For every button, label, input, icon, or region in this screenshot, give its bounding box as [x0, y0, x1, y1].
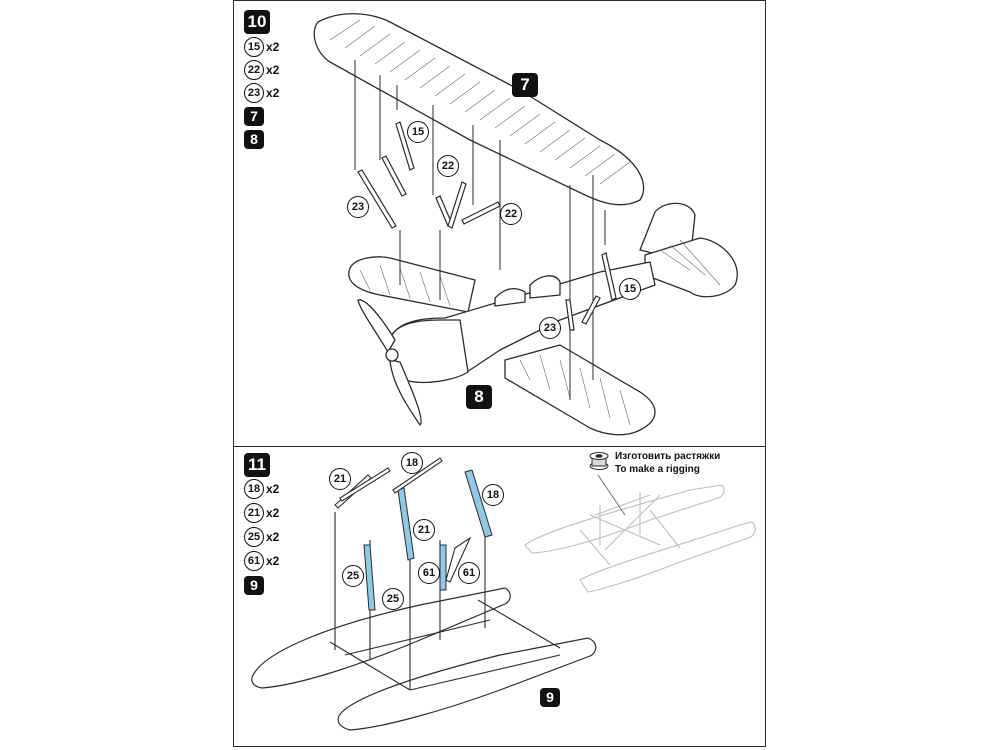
- part-callout: 21: [329, 468, 351, 490]
- thread-spool-icon: [589, 452, 609, 470]
- part-quantity: x2: [266, 40, 280, 54]
- rigging-ghost-float-2: [579, 521, 756, 593]
- part-quantity: x2: [266, 554, 280, 568]
- left-float: [251, 587, 511, 689]
- parts-list-item: 21 x2: [244, 502, 279, 524]
- part-callout: 25: [382, 588, 404, 610]
- part-quantity: x2: [266, 63, 280, 77]
- right-float: [337, 637, 597, 731]
- subassembly-badge: 7: [244, 107, 264, 126]
- part-callout: 22: [500, 203, 522, 225]
- propeller: [357, 299, 396, 353]
- rigging-ghost-float-1: [524, 484, 725, 554]
- part-quantity: x2: [266, 530, 280, 544]
- rigging-note-en: To make a rigging: [615, 464, 700, 475]
- part-callout: 23: [539, 317, 561, 339]
- part-callout: 21: [413, 519, 435, 541]
- subassembly-badge: 8: [244, 130, 264, 149]
- part-callout: 25: [342, 565, 364, 587]
- lower-wing-right: [504, 344, 656, 436]
- parts-list-item: 18 x2: [244, 478, 279, 500]
- part-callout: 18: [401, 452, 423, 474]
- rigging-note-ru: Изготовить растяжки: [615, 451, 721, 462]
- part-callout: 61: [458, 562, 480, 584]
- parts-list-item: 15 x2: [244, 36, 279, 58]
- parts-list-item: 22 x2: [244, 59, 279, 81]
- part-quantity: x2: [266, 506, 280, 520]
- step-number: 10: [244, 10, 270, 34]
- part-callout: 61: [418, 562, 440, 584]
- part-number: 15: [244, 37, 264, 57]
- part-callout: 15: [407, 121, 429, 143]
- parts-list-item: 23 x2: [244, 82, 279, 104]
- part-number: 25: [244, 527, 264, 547]
- part-number: 22: [244, 60, 264, 80]
- part-callout: 22: [437, 155, 459, 177]
- part-quantity: x2: [266, 482, 280, 496]
- lower-wing-left: [348, 256, 476, 313]
- subassembly-badge: 9: [244, 576, 264, 595]
- part-number: 21: [244, 503, 264, 523]
- upper-wing-step-label: 7: [512, 73, 538, 97]
- part-callout: 23: [347, 196, 369, 218]
- part-callout: 15: [619, 278, 641, 300]
- part-number: 61: [244, 551, 264, 571]
- part-number: 18: [244, 479, 264, 499]
- rigging-note: Изготовить растяжки To make a rigging: [615, 450, 720, 476]
- fuselage-step-label: 8: [466, 385, 492, 409]
- tailplane: [644, 237, 738, 298]
- part-quantity: x2: [266, 86, 280, 100]
- part-callout: 18: [482, 484, 504, 506]
- part-number: 23: [244, 83, 264, 103]
- parts-list-item: 61 x2: [244, 550, 279, 572]
- upper-wing: [313, 13, 645, 206]
- floats-step-label: 9: [540, 688, 560, 707]
- step-number: 11: [244, 453, 270, 477]
- panel-divider: [233, 446, 766, 447]
- parts-list-item: 25 x2: [244, 526, 279, 548]
